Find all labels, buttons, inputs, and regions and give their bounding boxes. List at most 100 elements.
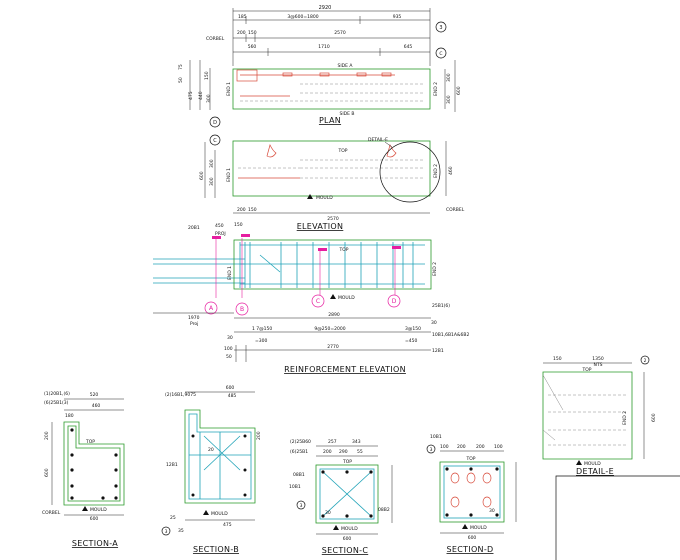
plan-right-300b: 300 [446,95,452,104]
sec-b-dim-35: 35 [178,528,184,534]
plan-dim-150: 150 [248,30,257,36]
sec-d-rebar: 10B1 [430,434,442,440]
sec-c-grid: 3 [300,503,303,509]
sec-a-rebar-2: (6)25B1(3) [44,400,69,406]
sec-b-rebar: (2)16B1,9075 [165,392,196,398]
sec-a-dim-600v: 600 [44,468,50,477]
elev-corbel: CORBEL [446,207,465,213]
re-spacing-b: 9@250=2000 [314,326,345,332]
section-a-title: SECTION-A [72,539,118,548]
plan-corbel-box [236,69,258,82]
sec-b-dim-200: 200 [256,431,262,440]
sec-b-grid: 3 [165,529,168,535]
grid-bubble-3 [435,21,447,33]
grid-label-d: D [213,120,217,126]
sec-b-mould: MOULD [211,511,228,517]
plan-corbel: CORBEL [206,36,225,42]
elev-end1: END 1 [226,168,232,182]
det-e-mould: MOULD [584,461,601,467]
plan-title: PLAN [319,116,341,125]
re-mould: MOULD [338,295,355,301]
plan-dim-2570: 2570 [334,30,346,36]
section-b-title: SECTION-B [193,545,239,554]
sec-c-outline [315,464,379,524]
elev-dim-600: 600 [199,171,205,180]
elev-dim-300b: 300 [209,177,215,186]
grid-bubble-d [209,116,221,128]
re-outline [233,239,432,290]
elev-grid-label: C [213,138,217,144]
section-c-title: SECTION-C [322,546,369,555]
sec-a-dim-600h: 600 [90,516,99,522]
re-end1: END 1 [227,266,233,280]
plan-overall-dim: 2920 [319,5,332,11]
grid-label-3: 3 [439,25,442,31]
section-marker-a[interactable] [204,301,218,315]
section-c: (2)25B60 (6)25B1 257 343 200 290 55 TOP … [289,439,393,555]
elev-bot-200: 200 [237,207,246,213]
sec-c-dim-30: 30 [325,510,331,516]
sec-b-dim-485: 485 [228,393,237,399]
re-note-3: 12B1 [432,348,444,354]
elev-bot-150: 150 [248,207,257,213]
det-e-top: TOP [581,367,591,373]
mould-marker [307,194,313,199]
sec-c-rebar-1: (2)25B60 [290,439,311,445]
re-dim-proj: Proj [190,321,198,327]
section-marker-d[interactable] [387,294,401,308]
plan-view: 2920 185 3@600=1800 935 200 150 2570 560… [178,5,462,128]
re-stirrups [239,242,414,288]
plan-left-75: 75 [178,64,184,70]
section-d: 10B1 3 100 200 200 100 TOP 30 MOULD 600 … [426,434,517,554]
re-spacing-a2: =300 [255,338,267,344]
plan-dim-200: 200 [237,30,246,36]
detail-e-callout [379,141,441,203]
sec-c-dim-343: 343 [352,439,361,445]
section-marker-a-label: A [209,305,214,312]
reinforcement-elevation: 20B1 450 PROJ 150 [153,222,469,374]
re-top: TOP [338,247,348,253]
elev-detail-label: DETAIL-E [368,137,388,143]
sec-d-dim-100b: 100 [494,444,503,450]
plan-dim-645: 645 [404,44,413,50]
plan-dim-185: 185 [238,14,247,20]
sec-d-dim-200a: 200 [457,444,466,450]
sec-c-dim-290: 290 [339,449,348,455]
detail-e: 150 1350 NTS 2 TOP END 2 600 MOULD DETAI… [542,355,680,560]
sec-d-top: TOP [465,456,475,462]
reinforcement-title: REINFORCEMENT ELEVATION [284,365,406,374]
re-spacing-c2: =450 [405,338,417,344]
sec-c-mould: MOULD [341,526,358,532]
sec-a-dim-520: 520 [90,392,99,398]
plan-left-150: 150 [204,71,210,80]
elev-dim-300a: 300 [209,159,215,168]
re-note-1: 25B1(6) [432,303,450,309]
re-proj-450: 450 [215,223,224,229]
plan-left-50: 50 [178,77,184,83]
det-e-dim-150: 150 [553,356,562,362]
elevation-view: C 600 300 300 DETAIL-E TOP MOULD END 1 E… [199,134,465,231]
sec-c-08b1: 08B1 [293,472,305,478]
sec-d-dim-30: 30 [489,508,495,514]
sec-d-grid: 3 [430,447,433,453]
title-block-border [555,475,680,560]
re-dim-2770: 2770 [327,344,339,350]
plan-dim-935: 935 [393,14,402,20]
section-marker-b[interactable] [235,302,249,316]
elev-mould: MOULD [316,195,333,201]
re-rebar-left: 20B1 [188,225,200,231]
re-spacing-c: 3@150 [405,326,421,332]
re-proj-label: PROJ [215,231,226,237]
re-dim-2890: 2890 [328,312,340,318]
section-b: (2)16B1,9075 600 485 200 12B1 20 MOULD 4… [161,385,262,554]
plan-dim-1710: 1710 [318,44,330,50]
lifting-anchor-1 [266,144,277,158]
elev-end2: END 2 [433,164,439,178]
section-marker-c[interactable] [311,294,325,308]
sec-b-dim-475: 475 [223,522,232,528]
re-dim-1970: 1970 [188,315,200,321]
sec-a-corbel: CORBEL [42,510,61,516]
plan-dim-spacing: 3@600=1800 [287,14,318,20]
